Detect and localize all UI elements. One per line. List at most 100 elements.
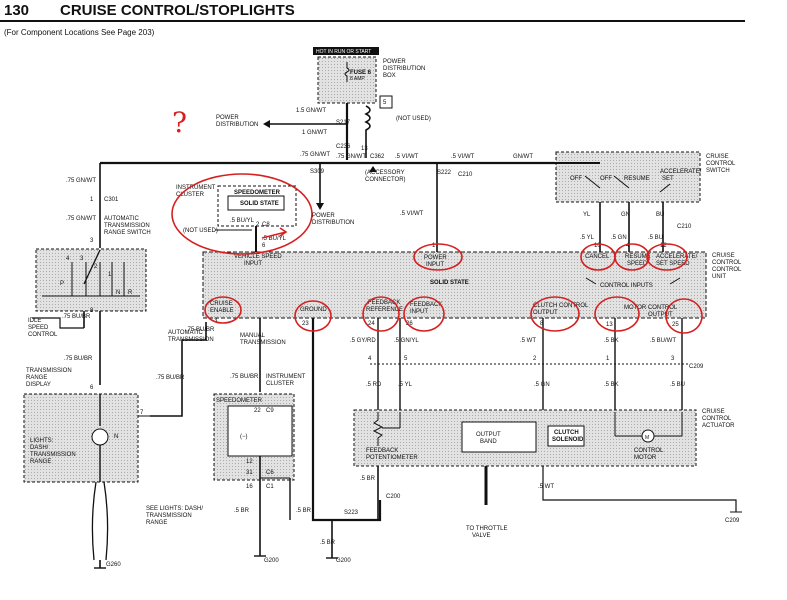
power-dist-left-1: POWER (216, 115, 239, 121)
connector-s223: S223 (344, 510, 359, 516)
throttle-1: TO THROTTLE (466, 526, 507, 532)
wire-w6: GN/WT (513, 154, 533, 160)
idle-1: IDLE (28, 318, 41, 324)
instrument-cluster-4: CLUSTER (266, 381, 295, 387)
manual-trans-1: MANUAL (240, 333, 266, 339)
wire-w30: .5 BU (670, 382, 685, 388)
accessory-1: (ACCESSORY (365, 170, 405, 176)
arrow-left (263, 120, 270, 128)
wire-w34: .5 BR (320, 540, 336, 546)
connector-g200b: G200 (336, 558, 351, 564)
pin-23: 23 (302, 321, 309, 327)
question-mark: ? (172, 106, 187, 139)
fuse-symbol (344, 62, 350, 82)
transmission-range-switch: 4 3 2 1 P N R 8 (35, 248, 147, 314)
gear-r: R (128, 290, 133, 296)
accessory-2: CONNECTOR) (365, 177, 406, 183)
connector-c209: C209 (689, 364, 704, 370)
pin-25: 25 (672, 322, 679, 328)
potentiometer-symbol (372, 412, 384, 446)
power-dist-mid-1: POWER (312, 213, 335, 219)
wire-w16: .5 GN (611, 235, 627, 241)
lights-dash-1: LIGHTS: (30, 438, 54, 444)
connector-g200a: G200 (264, 558, 279, 564)
wire-w10: .5 BU/YL (262, 236, 287, 242)
auto-trans-2: TRANSMISSION (168, 337, 214, 343)
connector-s309: S309 (310, 169, 325, 175)
fuse-label: FUSE 6 (350, 70, 372, 76)
hot-label-box (313, 47, 379, 55)
instrument-cluster-1: INSTRUMENT (176, 185, 216, 191)
switch-outline (555, 151, 701, 203)
pin-p1: 1 (90, 197, 94, 203)
box-label-3: BOX (383, 73, 396, 79)
gear-p: P (60, 281, 64, 287)
see-lights-3: RANGE (146, 520, 167, 526)
ground-label: GROUND (300, 307, 327, 313)
power-distribution-box: HOT IN RUN OR START FUSE 6 8 AMP POWER D… (313, 47, 425, 104)
page-subtitle: (For Component Locations See Page 203) (4, 28, 155, 37)
ccs-label-3: SWITCH (706, 168, 730, 174)
wire-w28: .5 GN (534, 382, 550, 388)
instrument-cluster-bottom: .75 BU/BR INSTRUMENT CLUSTER SPEEDOMETER… (213, 318, 306, 520)
circle-accel (646, 243, 688, 271)
pin-4: 4 (626, 243, 630, 249)
connector-c8: C8 (262, 222, 270, 228)
cca-label-2: CONTROL (702, 416, 732, 422)
pin-10: 10 (594, 243, 601, 249)
connector-c6: C6 (266, 470, 274, 476)
circle-feedback-input (403, 296, 445, 332)
pin-22: 22 (254, 408, 261, 414)
box-label-2: DISTRIBUTION (383, 66, 425, 72)
not-used-left: (NOT USED) (183, 228, 218, 234)
pin-p7: 7 (140, 410, 144, 416)
wire-w19-a: .75 BU/BR (62, 314, 91, 320)
circle-ground (294, 300, 332, 332)
wire-w18: .75 BU/BR (64, 356, 93, 362)
gear-1: 1 (108, 272, 112, 278)
connector-s217: S217 (336, 120, 351, 126)
control-inputs: CONTROL INPUTS (600, 283, 653, 289)
pin-26: 26 (406, 321, 413, 327)
pin-3: 3 (214, 318, 218, 324)
clutch-solenoid-2: SOLENOID (552, 437, 584, 443)
wire-w17: .5 BU (648, 235, 663, 241)
feedback-pot-1: FEEDBACK (366, 448, 398, 454)
motor-m: M (645, 435, 649, 441)
connector-c1: C1 (266, 484, 274, 490)
red-annotations: ? (171, 106, 703, 334)
pin-p5b: 5 (404, 356, 408, 362)
feedback-ref-1: FEEDBACK (368, 300, 400, 306)
transmission-range-display: N 7 LIGHTS: DASH/ TRANSMISSION RANGE (23, 393, 150, 483)
wire-w7: .75 GN/WT (66, 178, 96, 184)
cruise-enable-1: CRUISE (210, 301, 233, 307)
pin-8: 8 (540, 321, 544, 327)
ccs-label-2: CONTROL (706, 161, 736, 167)
solid-state-box (227, 195, 285, 211)
connector-c209b: C209 (725, 518, 740, 524)
ccu-label-1: CRUISE (712, 253, 735, 259)
circle-motor-output-1 (594, 296, 640, 332)
wire-w12: YL (583, 212, 591, 218)
lights-dash-4: RANGE (30, 459, 51, 465)
control-motor-2: MOTOR (634, 455, 657, 461)
pin-p6: 6 (90, 385, 94, 391)
idle-2: SPEED (28, 325, 49, 331)
pin-p4: 4 (368, 356, 372, 362)
instrument-cluster-top: INSTRUMENT CLUSTER SPEEDOMETER SOLID STA… (176, 185, 297, 234)
circle-cruise-enable (204, 296, 242, 324)
ccu-label-3: CONTROL (712, 267, 742, 273)
power-input-2: INPUT (426, 262, 444, 268)
idle-3: CONTROL (28, 332, 58, 338)
gear-2: 2 (94, 264, 98, 270)
auto-trans-switch-2: TRANSMISSION (104, 223, 150, 229)
switch-accel-2: SET (662, 176, 674, 182)
vehicle-speed-1: VEHICLE SPEED (234, 254, 282, 260)
wire-w25: .5 BU/WT (650, 338, 676, 344)
arrow-down-mid (316, 203, 324, 210)
page-number: 130 (4, 2, 30, 19)
pin-31: 31 (246, 470, 253, 476)
feedback-input-1: FEEDBACK (410, 302, 442, 308)
pin-p1b: 1 (606, 356, 610, 362)
wire-w22: .5 GN/YL (394, 338, 419, 344)
